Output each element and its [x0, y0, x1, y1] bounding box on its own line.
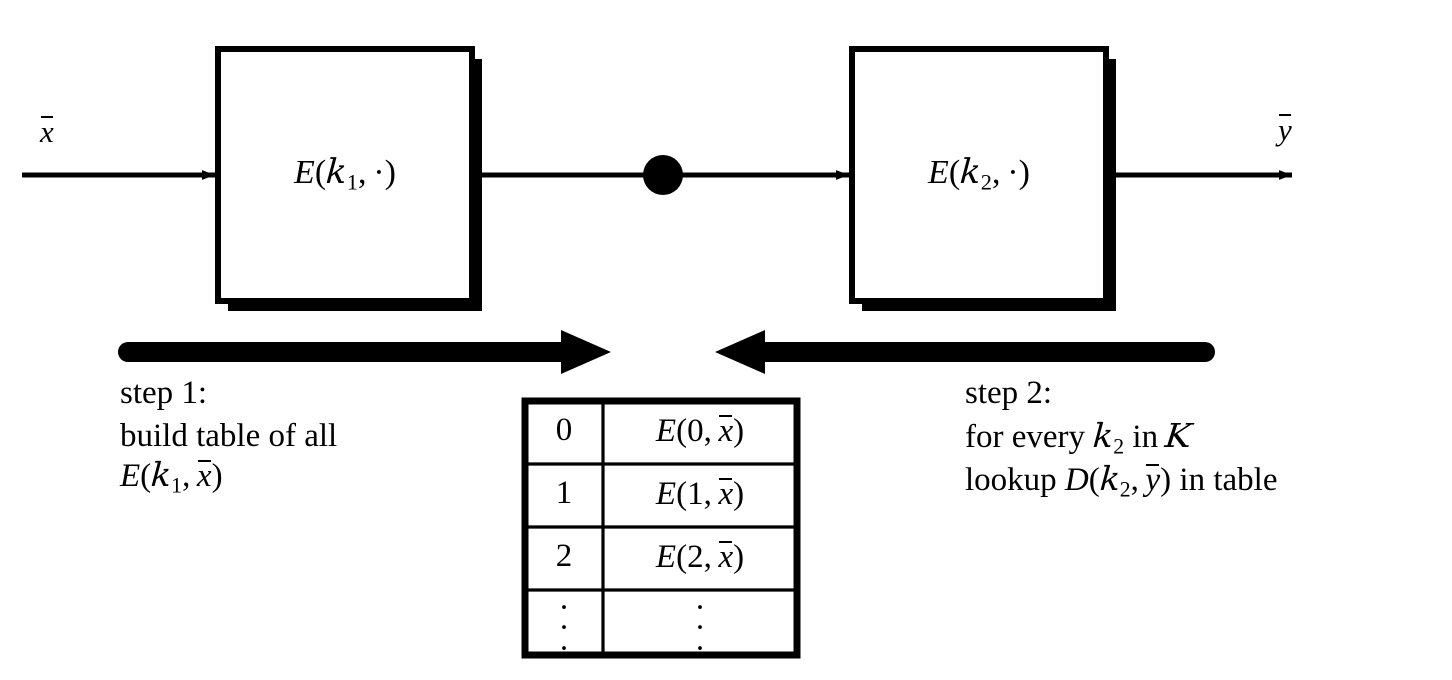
midpoint-tap-dot	[643, 155, 683, 195]
step-2-line3: lookup D(k2, y) in table	[965, 458, 1278, 502]
table-row-index: 1	[555, 475, 573, 511]
step-2-line2: for every k2 in K	[965, 415, 1194, 459]
encrypt-block-2-label: E(k2, ·)	[928, 152, 1030, 195]
step-2-heading: step 2:	[965, 375, 1053, 411]
step-1-caption: step 1: build table of all E(k1, x)	[120, 372, 337, 497]
table-row-value: E(0, x)	[655, 413, 745, 449]
encrypt-block-1-body	[215, 46, 475, 304]
encrypt-block-1-label: E(k1, ·)	[294, 152, 396, 195]
step-1-line3: E(k1, x)	[120, 454, 223, 498]
output-signal-label: y	[1278, 112, 1292, 147]
step-1-heading: step 1:	[120, 375, 208, 411]
step-1-arrow	[118, 330, 611, 374]
input-signal-label: x	[40, 114, 54, 149]
step-1-line2: build table of all	[120, 417, 338, 454]
table-row-value: E(1, x)	[655, 476, 745, 512]
table-row-value: E(2, x)	[655, 539, 745, 575]
table-row-value-ellipsis: ···	[694, 590, 706, 667]
encrypt-block-1	[215, 46, 482, 311]
lookup-table-rules	[521, 397, 801, 659]
step-2-caption: step 2: for every k2 in K lookup D(k2, y…	[965, 372, 1277, 502]
table-row-index: 0	[555, 412, 573, 448]
table-row-index-ellipsis: ···	[558, 590, 570, 667]
step-2-arrow	[715, 330, 1215, 374]
table-row-index: 2	[555, 538, 573, 574]
